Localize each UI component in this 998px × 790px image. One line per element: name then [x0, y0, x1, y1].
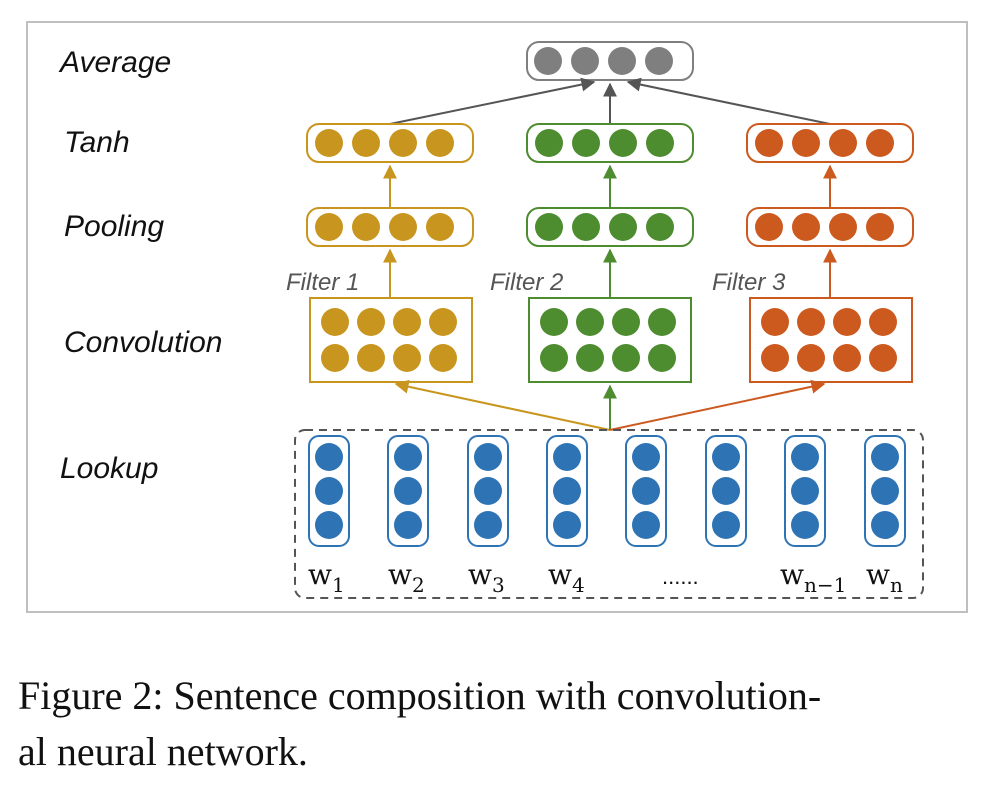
word-embedding-3	[467, 435, 509, 547]
caption-line-1: Figure 2: Sentence composition with conv…	[18, 673, 822, 718]
row-label-average: Average	[58, 46, 171, 79]
word-embedding-1	[308, 435, 350, 547]
word-label-4: w4	[548, 558, 585, 597]
arrow-lookup-to-conv1	[394, 379, 611, 431]
filter1-label: Filter 1	[286, 269, 359, 296]
filter2-column: Filter 2	[490, 123, 694, 383]
convolution-node-filter2	[528, 297, 692, 383]
filter1-column: Filter 1	[286, 123, 474, 383]
word-embedding-8	[864, 435, 906, 547]
filter3-column: Filter 3	[712, 123, 914, 383]
arrow-tanh3-to-average	[626, 77, 831, 125]
figure-frame	[26, 21, 968, 613]
word-label-1: w1	[308, 558, 345, 597]
pooling-node-filter2	[526, 207, 694, 247]
convolution-node-filter3	[749, 297, 913, 383]
arrow-lookup-to-conv3	[609, 379, 826, 431]
figure-caption: Figure 2: Sentence composition with conv…	[18, 668, 986, 780]
arrow-tanh1-to-average	[389, 77, 596, 125]
word-label-n-minus-1: wn−1	[780, 558, 846, 597]
word-label-2: w2	[388, 558, 425, 597]
average-node	[526, 41, 694, 81]
caption-line-2: al neural network.	[18, 729, 308, 774]
tanh-node-filter1	[306, 123, 474, 163]
pooling-node-filter3	[746, 207, 914, 247]
tanh-node-filter3	[746, 123, 914, 163]
tanh-node-filter2	[526, 123, 694, 163]
word-label-n: wn	[866, 558, 903, 597]
word-label-ellipsis: ......	[662, 564, 699, 589]
lookup-container	[294, 429, 924, 599]
row-label-pooling: Pooling	[64, 210, 164, 243]
convolution-node-filter1	[309, 297, 473, 383]
word-embedding-2	[387, 435, 429, 547]
row-label-convolution: Convolution	[64, 326, 222, 359]
cnn-diagram: Average Tanh Pooling Convolution Lookup …	[26, 21, 968, 613]
filter3-label: Filter 3	[712, 269, 786, 296]
row-label-lookup: Lookup	[60, 452, 158, 485]
word-label-3: w3	[468, 558, 505, 597]
word-embedding-5	[625, 435, 667, 547]
pooling-node-filter1	[306, 207, 474, 247]
row-label-tanh: Tanh	[64, 126, 130, 159]
word-embedding-7	[784, 435, 826, 547]
word-embedding-6	[705, 435, 747, 547]
word-embedding-4	[546, 435, 588, 547]
filter2-label: Filter 2	[490, 269, 563, 296]
